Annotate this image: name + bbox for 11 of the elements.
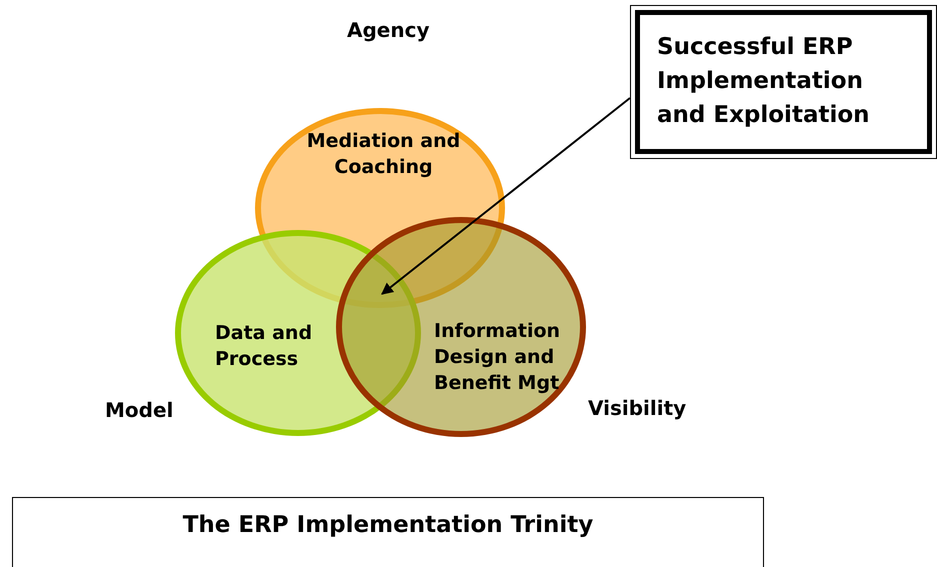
- text-box: [630, 5, 937, 159]
- node-label: Data and Process: [215, 321, 314, 372]
- node-label: Successful ERP Implementation and Exploitation: [657, 33, 871, 130]
- leader-arrow: [381, 97, 631, 295]
- circle-caption: Model: [105, 398, 174, 422]
- circle-caption: Agency: [347, 18, 430, 42]
- title-box: [12, 497, 764, 567]
- circle-caption: Visibility: [588, 396, 686, 420]
- node-label: Mediation and Coaching: [306, 129, 462, 180]
- node-label: The ERP Implementation Trinity: [182, 511, 594, 540]
- node-label: Information Design and Benefit Mgt: [434, 319, 562, 396]
